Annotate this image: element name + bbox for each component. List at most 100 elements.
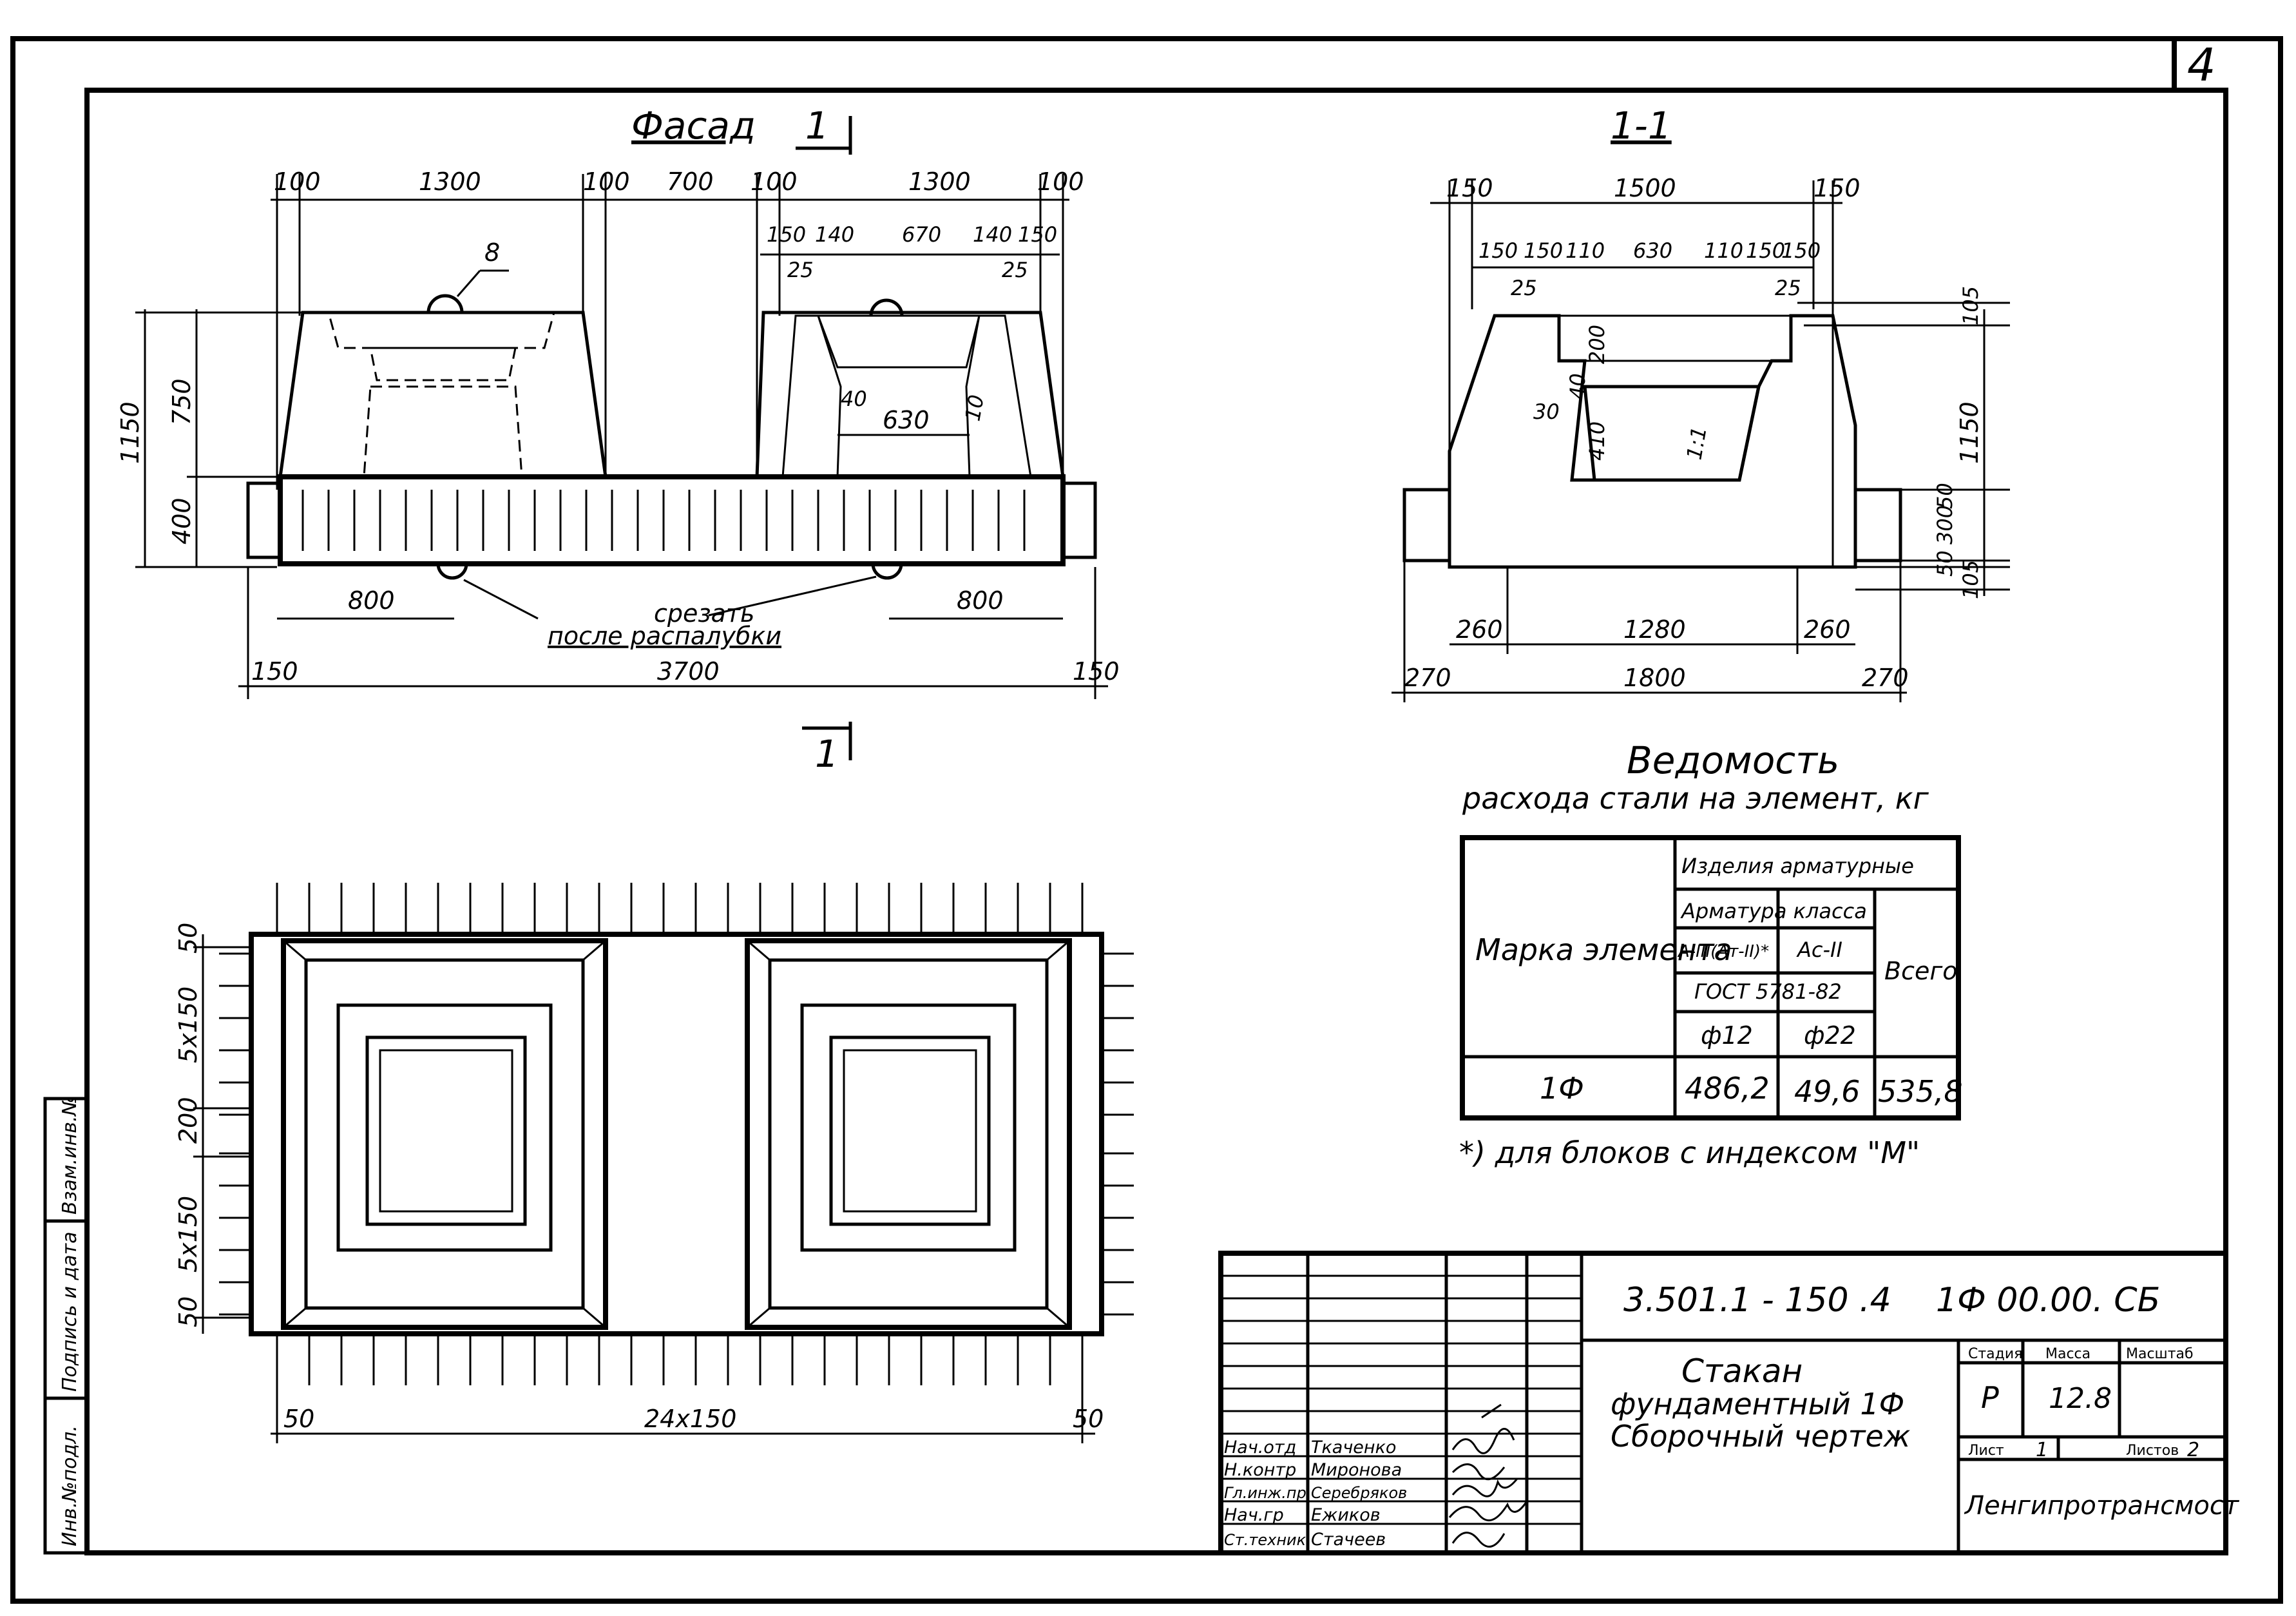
facade-inner-dim-1: 150 <box>767 222 806 247</box>
plan-view: 50 5x150 200 5x150 50 50 24x150 50 <box>174 883 1134 1443</box>
facade-left-dim-1: 1150 <box>116 401 144 464</box>
facade-view: Фасад 1 100 1300 100 700 100 1300 100 15… <box>116 104 1120 776</box>
section-small-dim-3: 30 <box>1533 399 1560 424</box>
plan-left-dim-2: 5x150 <box>174 986 202 1063</box>
section-view: 1-1 150 1500 150 150 150 110 630 110 150… <box>1392 104 2010 702</box>
plan-left-dim-3: 200 <box>174 1097 202 1144</box>
facade-note-line-2: после распалубки <box>548 622 781 650</box>
tb-sheets-label: Листов <box>2126 1443 2179 1459</box>
section-overall-dim-1: 270 <box>1404 664 1451 692</box>
facade-small-dim-3: 40 <box>841 387 867 411</box>
tb-name-line-3: Сборочный чертеж <box>1611 1419 1911 1454</box>
tb-doc-code: 3.501.1 - 150 .4 <box>1623 1281 1891 1320</box>
side-stamp: Инв.№подл. Подпись и дата Взам.инв.№ <box>43 1095 89 1555</box>
section-inner-dim-3: 110 <box>1565 238 1605 263</box>
statement-col-d22: ф22 <box>1804 1021 1856 1050</box>
statement-title-1: Ведомость <box>1627 738 1839 782</box>
facade-bottom-marker: 1 <box>815 732 839 776</box>
tb-role-5: Ст.техник <box>1224 1531 1306 1549</box>
facade-small-dim-2: 25 <box>1002 258 1028 282</box>
tb-name-1: Ткаченко <box>1311 1438 1396 1457</box>
section-right-dim-4: 300 <box>1933 505 1957 544</box>
facade-marker-8: 8 <box>484 238 500 267</box>
facade-top-dim-3: 100 <box>583 168 630 196</box>
facade-inner-dim-2: 140 <box>815 222 854 247</box>
facade-small-dim-1: 25 <box>787 258 814 282</box>
facade-top-dim-4: 700 <box>667 168 714 196</box>
title-block: Нач.отд Н.контр Гл.инж.пр Нач.гр Ст.техн… <box>1218 1251 2240 1555</box>
tb-sheets-total: 2 <box>2187 1439 2199 1461</box>
section-small-dim-7: 1:1 <box>1681 425 1711 461</box>
facade-title: Фасад <box>631 104 756 148</box>
facade-top-dim-1: 100 <box>274 168 321 196</box>
tb-name-line-1: Стакан <box>1681 1352 1803 1390</box>
statement-col-products: Изделия арматурные <box>1681 854 1914 878</box>
facade-top-dim-5: 100 <box>751 168 798 196</box>
section-top-dim-1: 150 <box>1446 174 1493 202</box>
tb-doc-mark: 1Ф 00.00. СБ <box>1936 1281 2160 1320</box>
section-inner-dim-6: 150 <box>1746 238 1785 263</box>
statement-col-total: Всего <box>1884 957 1958 985</box>
facade-top-dim-6: 1300 <box>908 168 971 196</box>
statement-row-total: 535,8 <box>1878 1074 1963 1109</box>
section-title: 1-1 <box>1611 104 1672 148</box>
facade-inner-dim-3: 670 <box>902 222 941 247</box>
tb-name-5: Стачеев <box>1311 1530 1386 1550</box>
facade-bottom-dim-1: 800 <box>348 586 395 615</box>
facade-overall-dim-2: 3700 <box>657 657 720 686</box>
plan-left-dim-5: 50 <box>174 1296 202 1327</box>
plan-bottom-dim-3: 50 <box>1073 1405 1104 1433</box>
side-stamp-label-1: Инв.№подл. <box>59 1425 81 1546</box>
facade-inner-dim-5: 150 <box>1018 222 1057 247</box>
section-small-dim-5: 200 <box>1585 325 1609 364</box>
tb-role-1: Нач.отд <box>1224 1438 1296 1457</box>
section-bottom-dim-2: 1280 <box>1623 615 1686 644</box>
section-bottom-dim-3: 260 <box>1804 615 1851 644</box>
tb-name-3: Серебряков <box>1311 1484 1407 1502</box>
tb-stage: Р <box>1981 1380 1999 1415</box>
side-stamp-label-3: Взам.инв.№ <box>59 1095 81 1215</box>
statement-col-class: Арматура класса <box>1680 899 1867 923</box>
facade-inner-dim-4: 140 <box>973 222 1012 247</box>
tb-role-2: Н.контр <box>1224 1460 1296 1480</box>
plan-bottom-dim-1: 50 <box>283 1405 314 1433</box>
section-inner-dim-5: 110 <box>1704 238 1743 263</box>
facade-overall-dim-3: 150 <box>1073 657 1120 686</box>
facade-overall-dim-1: 150 <box>251 657 298 686</box>
section-small-dim-2: 25 <box>1775 276 1801 300</box>
statement-row-ac2: 49,6 <box>1794 1074 1860 1109</box>
tb-name-line-2: фундаментный 1Ф <box>1611 1387 1904 1421</box>
outer-frame <box>10 36 2283 1604</box>
statement-col-ac2: Ac-II <box>1796 938 1842 962</box>
section-small-dim-1: 25 <box>1511 276 1537 300</box>
statement-col-d12: ф12 <box>1701 1021 1753 1050</box>
section-right-dim-6: 105 <box>1958 560 1983 599</box>
inner-frame <box>84 88 2228 1555</box>
page-number: 4 <box>2187 39 2216 91</box>
facade-left-dim-3: 400 <box>167 497 196 544</box>
tb-role-3: Гл.инж.пр <box>1224 1484 1306 1502</box>
plan-left-dim-1: 50 <box>174 923 202 954</box>
statement-row-a3: 486,2 <box>1685 1071 1770 1106</box>
section-inner-dim-2: 150 <box>1524 238 1563 263</box>
facade-bottom-dim-2: 800 <box>957 586 1004 615</box>
section-right-dim-3: 50 <box>1933 483 1957 509</box>
tb-organization: Ленгипротрансмост <box>1964 1491 2240 1521</box>
signatures <box>1448 1403 1528 1548</box>
facade-small-dim-4: 630 <box>883 406 930 434</box>
steel-statement: Ведомость расхода стали на элемент, кг М… <box>1459 738 1963 1170</box>
section-inner-dim-4: 630 <box>1633 238 1672 263</box>
section-bottom-dim-1: 260 <box>1456 615 1503 644</box>
statement-title-2: расхода стали на элемент, кг <box>1462 781 1929 816</box>
section-inner-dim-1: 150 <box>1478 238 1518 263</box>
section-right-dim-5: 50 <box>1933 550 1957 577</box>
tb-role-4: Нач.гр <box>1224 1505 1284 1525</box>
tb-scale-label: Масштаб <box>2126 1346 2194 1362</box>
section-inner-dim-7: 150 <box>1781 238 1821 263</box>
tb-name-2: Миронова <box>1311 1460 1402 1480</box>
facade-left-dim-2: 750 <box>167 378 196 425</box>
facade-note-line-1: срезать <box>654 599 754 628</box>
tb-sheet-label: Лист <box>1968 1443 2004 1459</box>
tb-sheet-no: 1 <box>2036 1439 2048 1461</box>
